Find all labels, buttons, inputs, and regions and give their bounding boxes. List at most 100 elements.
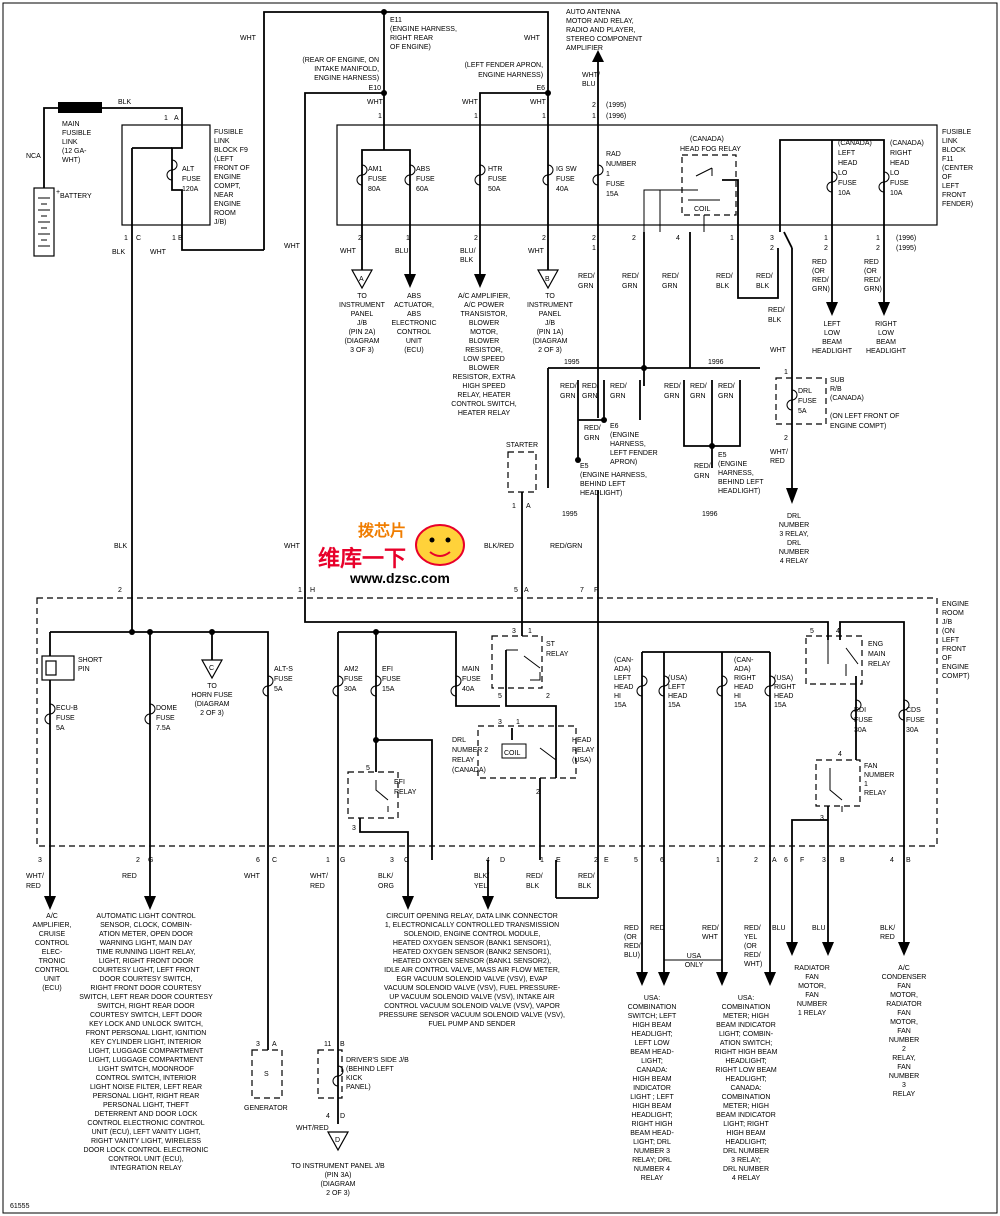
pin-1-htr: 1: [474, 113, 478, 120]
wire-red-wht: RED/WHT: [702, 925, 719, 941]
splice-red-grn-6: RED/GRN: [718, 383, 735, 400]
wire-wht-blu: WHT/BLU: [582, 72, 600, 88]
wire-blk-org: BLK/ORG: [378, 873, 394, 890]
pin-2-rad: 2: [592, 102, 596, 109]
wire-blu-abs: BLU: [395, 248, 409, 255]
f9-name: FUSIBLE LINK BLOCK F9 (LEFT FRONT OF ENG…: [214, 129, 252, 226]
wire-wht-e6: WHT: [462, 99, 479, 106]
sub-pin-2: 2: [784, 435, 788, 442]
splice-red-grn-8: RED/GRN: [694, 463, 711, 480]
wire-wht-mid2: WHT: [284, 543, 301, 550]
e6-top-label: (LEFT FENDER APRON, ENGINE HARNESS) E6: [465, 62, 546, 92]
wire-wht-red-ecub: WHT/RED: [26, 873, 44, 890]
wire-wht-red-am2: WHT/RED: [310, 873, 328, 890]
battery-plus: +: [56, 189, 60, 196]
watermark-url: www.dzsc.com: [349, 570, 450, 586]
starter: [507, 451, 537, 493]
bottom-wires: [44, 860, 910, 1152]
years-top: (1995)(1996): [606, 102, 626, 120]
wire-wht-sub: WHT: [770, 347, 787, 354]
wire-blk-red-cds: BLK/RED: [880, 925, 895, 941]
wire-red-lhusa: RED: [650, 925, 665, 932]
f11-name: FUSIBLE LINK BLOCK F11 (CENTER OF LEFT F…: [942, 129, 975, 208]
wire-wht-ig: WHT: [528, 248, 545, 255]
abc-circle-a: A: [359, 276, 364, 283]
wire-red-blk-fog: RED/BLK: [716, 273, 733, 290]
pin-1-ig: 1: [542, 113, 546, 120]
splice-red-grn-3: RED/GRN: [610, 383, 627, 400]
top-harness: [263, 9, 604, 565]
battery-label: BATTERY: [60, 193, 92, 200]
wire-blk-f9: BLK: [112, 249, 126, 256]
pin-1-a-f9: 1: [164, 115, 168, 122]
e10-label: (REAR OF ENGINE, ON INTAKE MANIFOLD, ENG…: [302, 57, 381, 92]
figure-id: 61555: [10, 1203, 30, 1210]
wire-wht-e6b: WHT: [530, 99, 547, 106]
wire-wht-alts: WHT: [244, 873, 261, 880]
main-fusible-link-label: MAIN FUSIBLE LINK (12 GA- WHT): [62, 121, 93, 164]
upper-load-wires: [350, 232, 890, 370]
wire-wht-mid: WHT: [284, 243, 301, 250]
splice-year-1996: 1996: [708, 359, 724, 366]
battery-group: [33, 102, 183, 257]
fog-relay-label: (CANADA)HEAD FOG RELAY: [680, 136, 741, 153]
pin-a-f9: A: [174, 115, 179, 122]
f11-years: (1996)(1995): [896, 235, 916, 252]
wire-red-blk-e2: RED/BLK: [578, 873, 595, 890]
wire-wht-am1: WHT: [340, 248, 357, 255]
wire-blk-battery: BLK: [118, 99, 132, 106]
wire-blk-yel: BLK/YEL: [474, 873, 489, 890]
sub-rb: [775, 370, 827, 504]
e11-label: E11 (ENGINE HARNESS, RIGHT REAR OF ENGIN…: [390, 17, 459, 51]
drivers-circle-d: D: [335, 1137, 340, 1144]
splice-red-grn-2: RED/GRN: [582, 383, 599, 400]
nca-label: NCA: [26, 153, 41, 160]
wire-wht-red-drivers: WHT/RED: [296, 1125, 329, 1132]
drl2-coil-label: COIL: [504, 750, 520, 757]
wire-red-dome: RED: [122, 873, 137, 880]
splice-red-grn-5: RED/GRN: [690, 383, 707, 400]
wire-wht-top-left: WHT: [240, 35, 257, 42]
wire-wht-red-sub: WHT/RED: [770, 449, 788, 465]
wire-red-grn-rad: RED/GRN: [578, 273, 595, 290]
splice-year-1995: 1995: [564, 359, 580, 366]
wire-red-grn-fog2: RED/GRN: [662, 273, 679, 290]
